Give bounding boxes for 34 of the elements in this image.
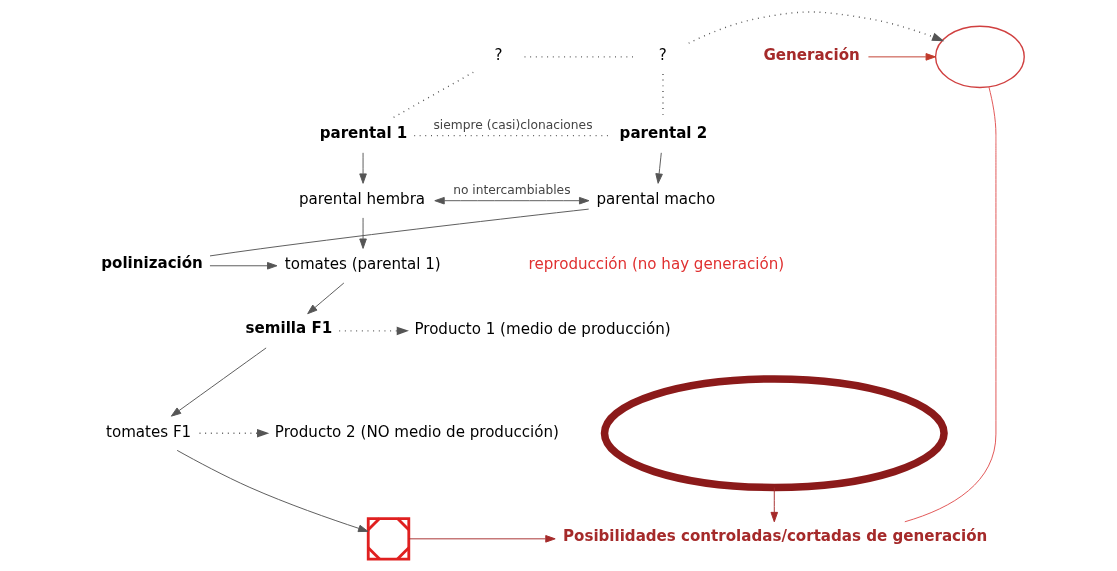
node-circle xyxy=(934,25,1025,89)
node-text: polinización xyxy=(100,254,203,273)
node-text: semilla F1 xyxy=(245,319,332,338)
connector xyxy=(209,208,589,257)
edge-label: no intercambiables xyxy=(452,183,571,198)
node-text: tomates (parental 1) xyxy=(284,255,441,274)
connector xyxy=(903,86,996,523)
node-text: ? xyxy=(494,46,503,65)
arrow xyxy=(176,449,368,533)
node-ellipse xyxy=(600,375,948,492)
arrow xyxy=(338,326,409,336)
node-text: Producto 2 (NO medio de producción) xyxy=(274,422,559,441)
arrow xyxy=(209,262,277,270)
node-text: tomates F1 xyxy=(105,422,191,441)
arrow xyxy=(867,53,936,61)
label: reproducción (no hay generación) xyxy=(528,255,784,274)
arrow xyxy=(433,196,589,205)
node-text: Generación xyxy=(762,45,860,64)
edge-label: siempre (casi)clonaciones xyxy=(433,118,593,133)
node-text: parental hembra xyxy=(298,190,425,209)
arrow xyxy=(358,152,367,184)
arrow xyxy=(358,217,367,249)
node-text: ? xyxy=(658,46,667,65)
arrow xyxy=(407,535,556,543)
node-text: Producto 1 (medio de producción) xyxy=(413,320,671,339)
node-text: parental 1 xyxy=(319,124,407,143)
arrow xyxy=(770,487,778,523)
arrow xyxy=(170,347,267,417)
arrow xyxy=(687,11,944,44)
arrow xyxy=(654,152,663,184)
arrow xyxy=(306,282,344,315)
node-text: Posibilidades controladas/cortadas de generación xyxy=(562,527,987,546)
node-text: parental macho xyxy=(595,190,715,209)
node-text: parental 2 xyxy=(619,124,707,143)
